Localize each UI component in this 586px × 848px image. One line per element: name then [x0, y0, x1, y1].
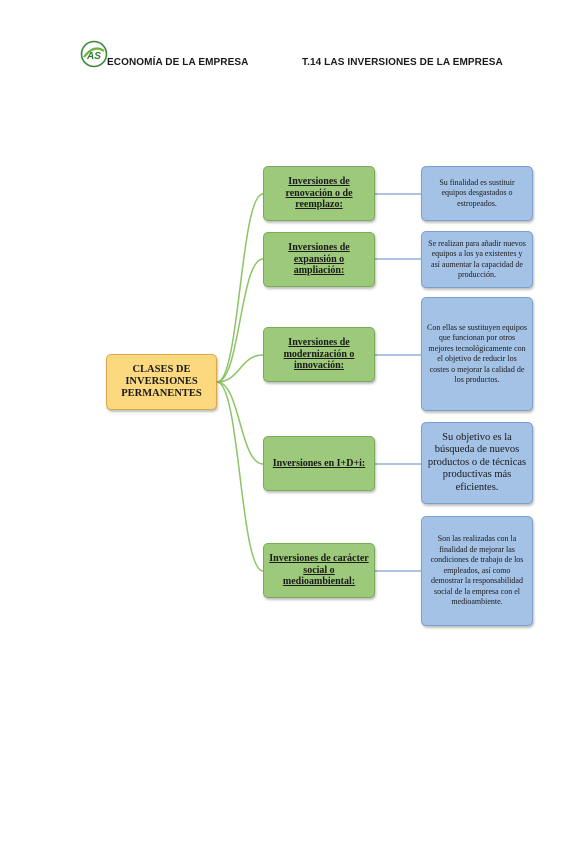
root-connector-5: [216, 381, 264, 572]
description-node-expansion: Se realizan para añadir nuevos equipos a…: [421, 231, 533, 288]
category-label: Inversiones de renovación o de reemplazo…: [285, 176, 353, 211]
description-node-rdi: Su objetivo es la búsqueda de nuevos pro…: [421, 422, 533, 504]
category-node-expansion: Inversiones de expansión o ampliación:: [263, 232, 375, 287]
category-label: Inversiones en I+D+i:: [272, 457, 366, 469]
unit-title: T.14 LAS INVERSIONES DE LA EMPRESA: [302, 57, 503, 68]
category-node-renovation: Inversiones de renovación o de reemplazo…: [263, 166, 375, 221]
category-label: Inversiones de modernización o innovació…: [283, 337, 355, 372]
company-logo-icon: AS: [80, 40, 108, 68]
category-label: Inversiones de carácter social o medioam…: [269, 553, 369, 588]
category-node-modernization: Inversiones de modernización o innovació…: [263, 327, 375, 382]
description-node-social: Son las realizadas con la finalidad de m…: [421, 516, 533, 626]
page-header: AS ECONOMÍA DE LA EMPRESA T.14 LAS INVER…: [0, 0, 586, 80]
description-node-renovation: Su finalidad es sustituir equipos desgas…: [421, 166, 533, 221]
root-connector-3: [216, 354, 264, 383]
category-node-social: Inversiones de carácter social o medioam…: [263, 543, 375, 598]
root-node: CLASES DE INVERSIONES PERMANENTES: [106, 354, 217, 410]
logo-text: AS: [86, 51, 101, 62]
root-connector-2: [216, 258, 264, 383]
category-node-rdi: Inversiones en I+D+i:: [263, 436, 375, 491]
root-connector-1: [216, 193, 264, 383]
subject-title: ECONOMÍA DE LA EMPRESA: [107, 57, 249, 68]
description-node-modernization: Con ellas se sustituyen equipos que func…: [421, 297, 533, 411]
root-connector-4: [216, 381, 264, 465]
category-label: Inversiones de expansión o ampliación:: [288, 242, 350, 277]
